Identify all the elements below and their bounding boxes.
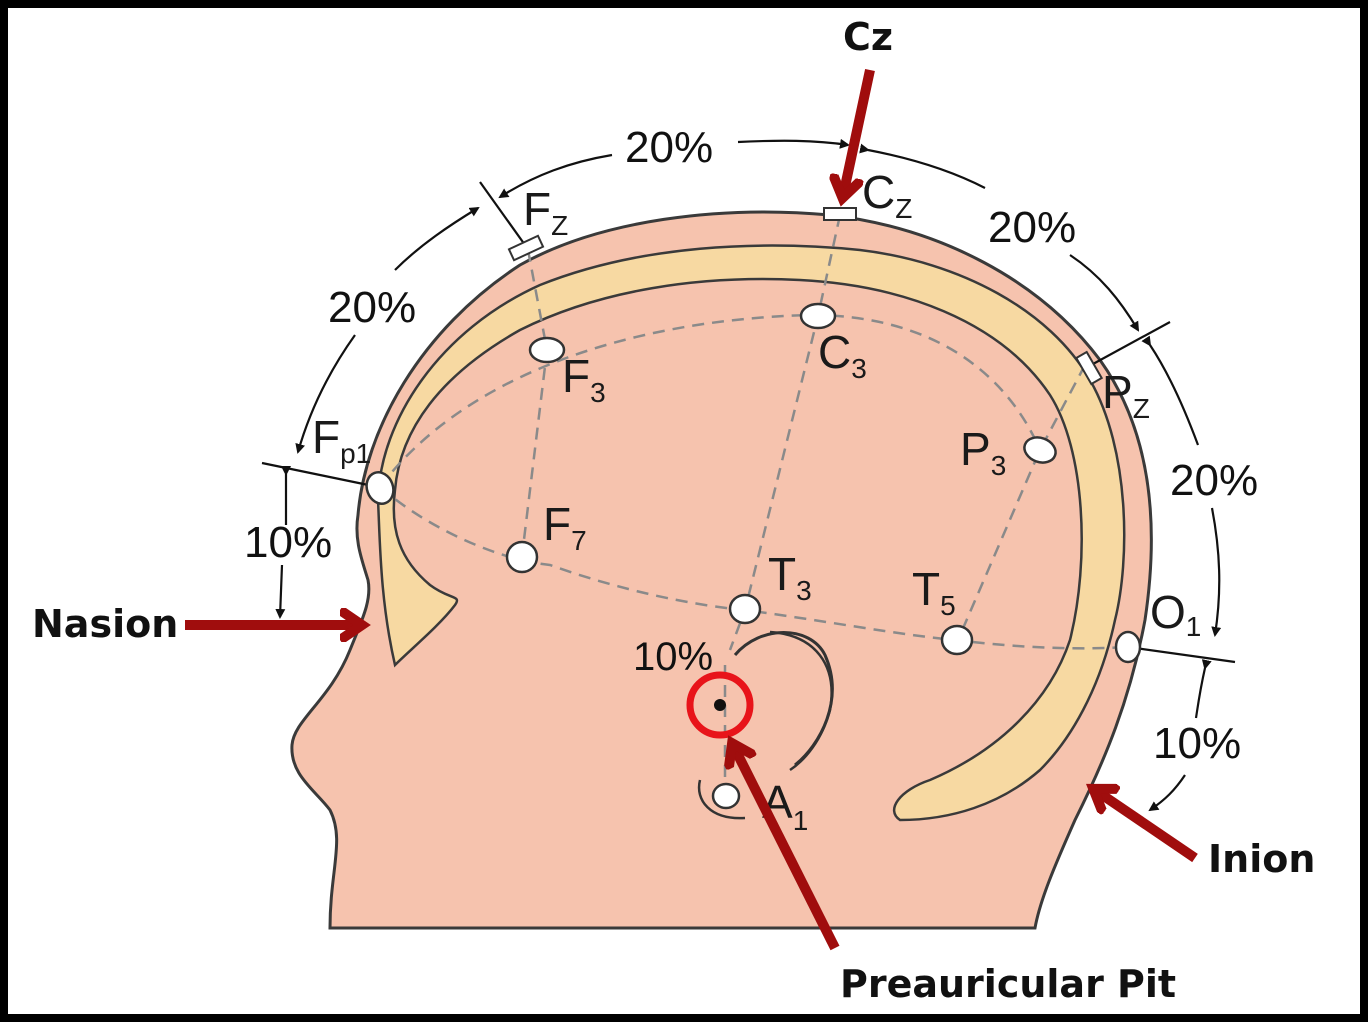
- electrode-a1: [713, 784, 739, 808]
- pct-nasion-fp1: 10%: [244, 518, 332, 567]
- electrode-f7: [507, 542, 537, 572]
- pct-fz-cz: 20%: [625, 123, 713, 172]
- inion-arrow: [1095, 790, 1195, 858]
- label-pz: PZ: [1102, 366, 1150, 424]
- arc-pz-o1-bottom: [1212, 508, 1219, 635]
- arc-fz-cz-left: [500, 155, 612, 197]
- arc-inion-o1: [1196, 668, 1205, 718]
- pct-cz-pz: 20%: [988, 203, 1076, 252]
- preauricular-pit-dot: [714, 699, 726, 711]
- arc-fp1-fz-top: [395, 208, 478, 270]
- pz-tick: [1082, 322, 1170, 370]
- pct-inion-o1: 10%: [1153, 719, 1241, 768]
- electrode-f3: [530, 338, 564, 362]
- electrode-c3: [801, 304, 835, 328]
- pct-t3-pit: 10%: [633, 635, 713, 679]
- label-fp1: Fp1: [312, 411, 371, 469]
- arc-fz-cz-right: [738, 141, 848, 145]
- arc-inion-o1-lower: [1150, 775, 1185, 810]
- o1-tick: [1128, 647, 1235, 662]
- preauricular-annotation: Preauricular Pit: [840, 962, 1176, 1006]
- electrode-o1: [1116, 632, 1140, 662]
- arc-pz-o1-top: [1150, 345, 1198, 445]
- label-fz: FZ: [523, 183, 568, 241]
- electrode-t5: [942, 626, 972, 654]
- pct-fp1-fz: 20%: [328, 283, 416, 332]
- arc-cz-pz-bottom: [1070, 255, 1138, 330]
- cz-marker: [824, 208, 856, 220]
- pct-pz-o1: 20%: [1170, 456, 1258, 505]
- electrode-t3: [730, 595, 760, 623]
- nasion-annotation: Nasion: [32, 602, 178, 646]
- cz-annotation: Cz: [843, 15, 893, 59]
- label-cz-electrode: CZ: [862, 166, 912, 224]
- inion-annotation: Inion: [1208, 837, 1315, 881]
- label-o1: O1: [1150, 586, 1201, 642]
